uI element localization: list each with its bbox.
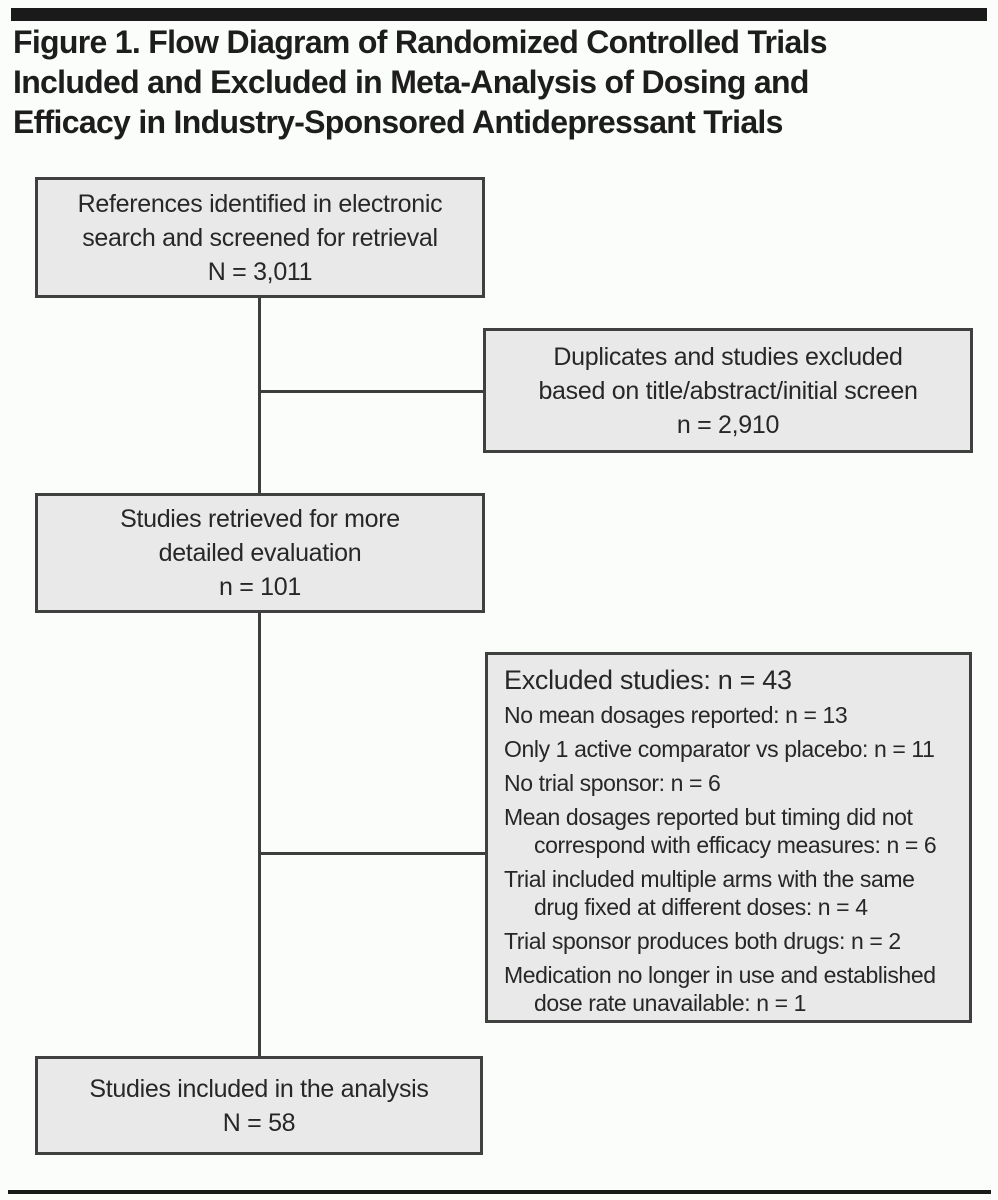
box-duplicates-excluded: Duplicates and studies excluded based on… [483, 328, 973, 453]
box-text-line: Studies included in the analysis [89, 1074, 429, 1103]
figure-title-line: Figure 1. Flow Diagram of Randomized Con… [13, 24, 828, 60]
box-count-line: N = 58 [222, 1108, 296, 1137]
top-rule [11, 8, 987, 21]
box-text-line: search and screened for retrieval [82, 223, 438, 252]
excluded-item: No mean dosages reported: n = 13 [504, 702, 848, 728]
excluded-item: Mean dosages reported but timing did not… [504, 804, 937, 858]
excluded-heading: Excluded studies: n = 43 [504, 665, 792, 695]
box-count-line: n = 2,910 [676, 410, 780, 439]
box-studies-included: Studies included in the analysis N = 58 [35, 1056, 483, 1155]
figure-title-line: Included and Excluded in Meta-Analysis o… [13, 64, 809, 100]
excluded-item: Trial sponsor produces both drugs: n = 2 [504, 928, 901, 954]
box-references-identified: References identified in electronic sear… [35, 177, 485, 298]
bottom-rule [8, 1190, 991, 1194]
box-studies-retrieved: Studies retrieved for more detailed eval… [35, 493, 485, 613]
box-text-line: Duplicates and studies excluded [553, 342, 903, 371]
excluded-item: Trial included multiple arms with the sa… [504, 866, 915, 920]
connector-vertical-line [258, 298, 261, 1057]
figure-title: Figure 1. Flow Diagram of Randomized Con… [13, 22, 988, 142]
box-text-line: detailed evaluation [158, 539, 362, 567]
box-count-line: n = 101 [218, 573, 301, 601]
box-text-line: based on title/abstract/initial screen [538, 376, 918, 405]
excluded-item: Only 1 active comparator vs placebo: n =… [504, 736, 935, 762]
excluded-item: Medication no longer in use and establis… [504, 962, 936, 1016]
connector-to-excluded-line [259, 852, 487, 855]
box-text-line: Studies retrieved for more [120, 505, 400, 533]
box-count-line: N = 3,011 [207, 257, 313, 286]
excluded-item: No trial sponsor: n = 6 [504, 770, 721, 796]
box-excluded-studies: Excluded studies: n = 43 No mean dosages… [485, 652, 972, 1023]
connector-to-duplicates-line [259, 390, 484, 393]
figure-title-line: Efficacy in Industry-Sponsored Antidepre… [13, 104, 783, 140]
box-text-line: References identified in electronic [77, 189, 443, 218]
